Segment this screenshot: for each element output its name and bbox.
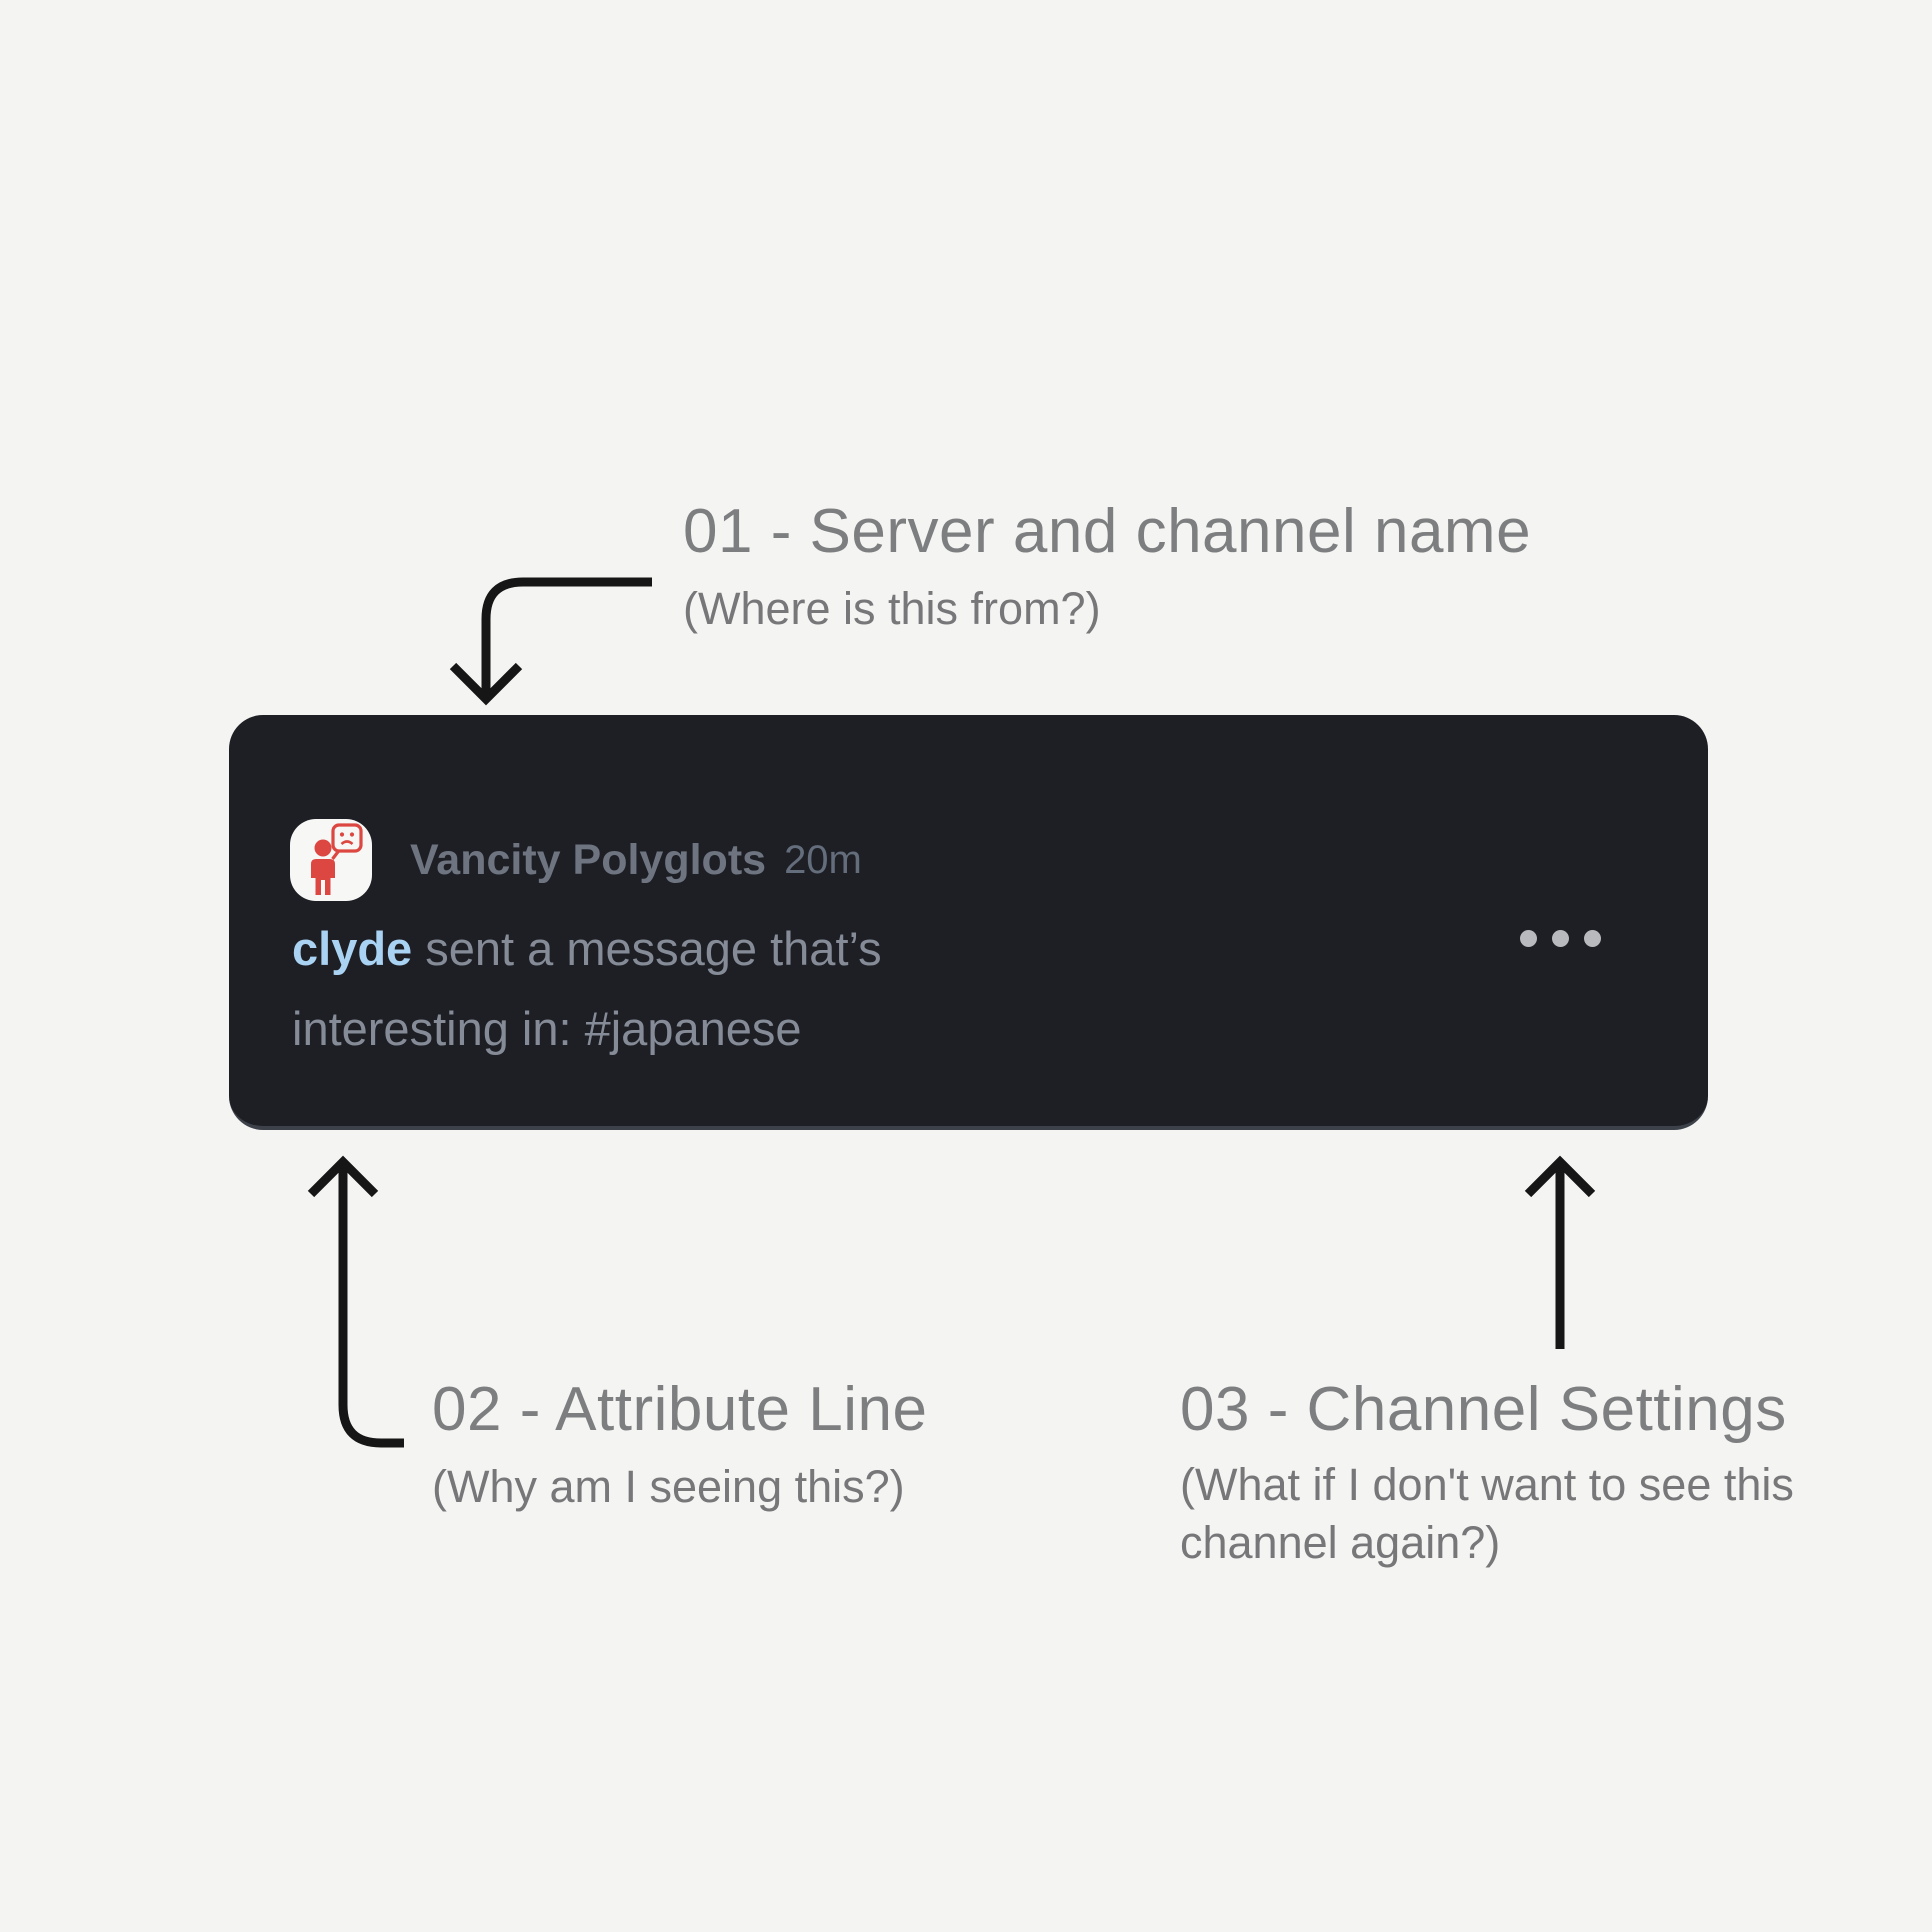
server-name: Vancity Polyglots	[410, 835, 767, 884]
message-text-line1: sent a message that’s	[425, 922, 882, 975]
annotation-02: 02 - Attribute Line (Why am I seeing thi…	[432, 1374, 927, 1516]
notification-card[interactable]: Vancity Polyglots 20m clyde sent a messa…	[229, 715, 1708, 1130]
notification-header: Vancity Polyglots 20m	[290, 819, 862, 901]
ellipsis-dot	[1584, 930, 1601, 947]
ellipsis-dot	[1552, 930, 1569, 947]
arrow-01-down	[449, 577, 652, 706]
channel-settings-button[interactable]	[1520, 930, 1601, 947]
message-text-line2: interesting in: #japanese	[292, 1002, 802, 1055]
server-avatar-icon	[290, 819, 372, 901]
annotation-03-subtitle: (What if I don't want to see this channe…	[1180, 1459, 1794, 1568]
attribute-line: clyde sent a message that’s interesting …	[292, 909, 1192, 1069]
annotation-01-subtitle: (Where is this from?)	[683, 583, 1101, 634]
ellipsis-dot	[1520, 930, 1537, 947]
arrow-03-up	[1524, 1155, 1596, 1349]
annotation-01: 01 - Server and channel name (Where is t…	[683, 496, 1531, 638]
arrow-02-up	[307, 1155, 404, 1448]
annotation-03: 03 - Channel Settings (What if I don't w…	[1180, 1374, 1800, 1572]
annotation-02-subtitle: (Why am I seeing this?)	[432, 1461, 905, 1512]
annotation-03-title: 03 - Channel Settings	[1180, 1375, 1787, 1444]
annotation-02-title: 02 - Attribute Line	[432, 1375, 928, 1444]
annotation-01-title: 01 - Server and channel name	[683, 497, 1532, 566]
timestamp: 20m	[784, 837, 862, 882]
author-name: clyde	[292, 922, 413, 975]
